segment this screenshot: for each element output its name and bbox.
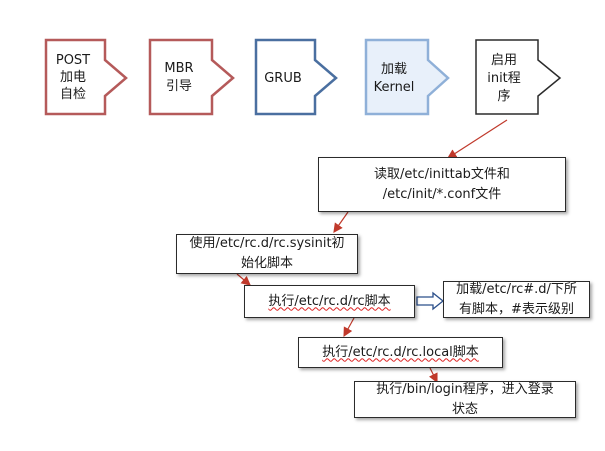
step-read-inittab: 读取/etc/inittab文件和 /etc/init/*.conf文件 [318, 157, 566, 212]
stage-mbr: MBR 引导 [148, 38, 235, 116]
step-rc-local: 执行/etc/rc.d/rc.local脚本 [298, 337, 503, 368]
connector-sysinit-to-rc [236, 273, 251, 286]
stage-init-line-2: init程 [487, 71, 521, 86]
step-rc-exec: 执行/etc/rc.d/rc脚本 [244, 285, 415, 318]
stage-post-line-2: 加电 [60, 70, 86, 85]
connector-inittab-to-sysinit [333, 211, 349, 233]
step-login-text: 执行/bin/login程序，进入登录 状态 [376, 381, 554, 417]
double-arrow-rc-to-note [416, 291, 445, 311]
step-rc-local-text: 执行/etc/rc.d/rc.local脚本 [322, 344, 479, 360]
stage-kernel-line-1: 加载 [381, 62, 407, 77]
connector-init-to-inittab [446, 119, 508, 159]
stage-init: 启用 init程 序 [475, 39, 562, 115]
stage-mbr-line-2: 引导 [166, 79, 192, 94]
stage-grub: GRUB [254, 38, 338, 116]
stage-kernel-line-2: Kernel [374, 80, 415, 95]
connector-rclocal-to-login [428, 367, 438, 384]
step-rc-sysinit: 使用/etc/rc.d/rc.sysinit初 始化脚本 [176, 234, 358, 274]
note-rc-load-scripts: 加载/etc/rc#.d/下所 有脚本，#表示级别 [443, 281, 590, 318]
stage-post-line-1: POST [56, 53, 90, 68]
stage-init-line-1: 启用 [491, 53, 517, 68]
note-rc-load-scripts-text: 加载/etc/rc#.d/下所 有脚本，#表示级别 [456, 281, 577, 317]
step-rc-sysinit-text: 使用/etc/rc.d/rc.sysinit初 始化脚本 [189, 236, 345, 271]
step-read-inittab-text: 读取/etc/inittab文件和 /etc/init/*.conf文件 [374, 166, 510, 202]
stage-kernel: 加载 Kernel [364, 38, 450, 116]
stage-post: POST 加电 自检 [44, 38, 128, 116]
step-login: 执行/bin/login程序，进入登录 状态 [354, 381, 576, 418]
stage-init-line-3: 序 [497, 89, 510, 104]
step-rc-exec-text: 执行/etc/rc.d/rc脚本 [268, 293, 391, 309]
connector-rc-to-rclocal [343, 317, 355, 338]
stage-grub-label: GRUB [264, 71, 302, 86]
stage-mbr-line-1: MBR [164, 61, 193, 76]
stage-post-line-3: 自检 [60, 87, 86, 102]
